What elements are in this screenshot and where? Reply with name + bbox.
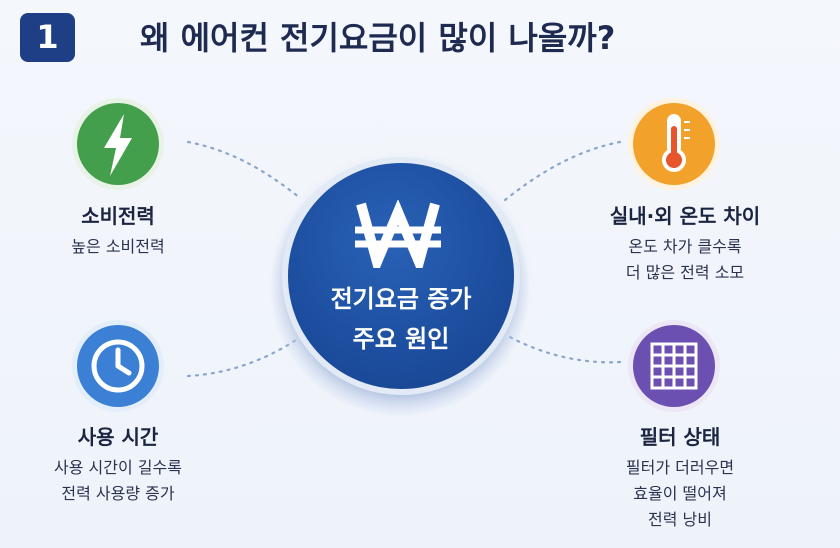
filter-node-desc-3: 전력 낭비 xyxy=(648,510,712,529)
power-node-desc-1: 높은 소비전력 xyxy=(71,237,165,256)
power-node-title: 소비전력 xyxy=(81,204,155,228)
clock-icon xyxy=(91,339,145,393)
center-text-line2: 주요 원인 xyxy=(352,325,450,353)
time-node-desc-1: 사용 시간이 길수록 xyxy=(54,458,182,477)
power-node-icon xyxy=(70,96,166,192)
temperature-node-desc-2: 더 많은 전력 소모 xyxy=(625,263,745,282)
time-node-title: 사용 시간 xyxy=(77,425,159,449)
step-number-badge: 1 xyxy=(20,13,75,62)
center-text-line1: 전기요금 증가 xyxy=(330,285,472,313)
filter-node-icon xyxy=(626,318,722,414)
filter-grid-icon xyxy=(650,342,698,390)
time-node-icon xyxy=(70,318,166,414)
lightning-icon xyxy=(104,114,132,176)
temperature-node-desc-1: 온도 차가 클수록 xyxy=(628,237,742,256)
filter-node-desc-2: 효율이 떨어져 xyxy=(633,484,727,503)
temperature-node-title: 실내·외 온도 차이 xyxy=(609,204,761,228)
won-sign-icon xyxy=(355,200,441,268)
time-node-desc-2: 전력 사용량 증가 xyxy=(61,484,175,503)
thermometer-icon xyxy=(662,114,690,172)
center-circle xyxy=(288,163,514,389)
page-title: 왜 에어컨 전기요금이 많이 나올까? xyxy=(140,19,616,57)
temperature-node-icon xyxy=(626,96,722,192)
filter-node-desc-1: 필터가 더러우면 xyxy=(625,458,735,477)
filter-node-title: 필터 상태 xyxy=(639,425,721,449)
